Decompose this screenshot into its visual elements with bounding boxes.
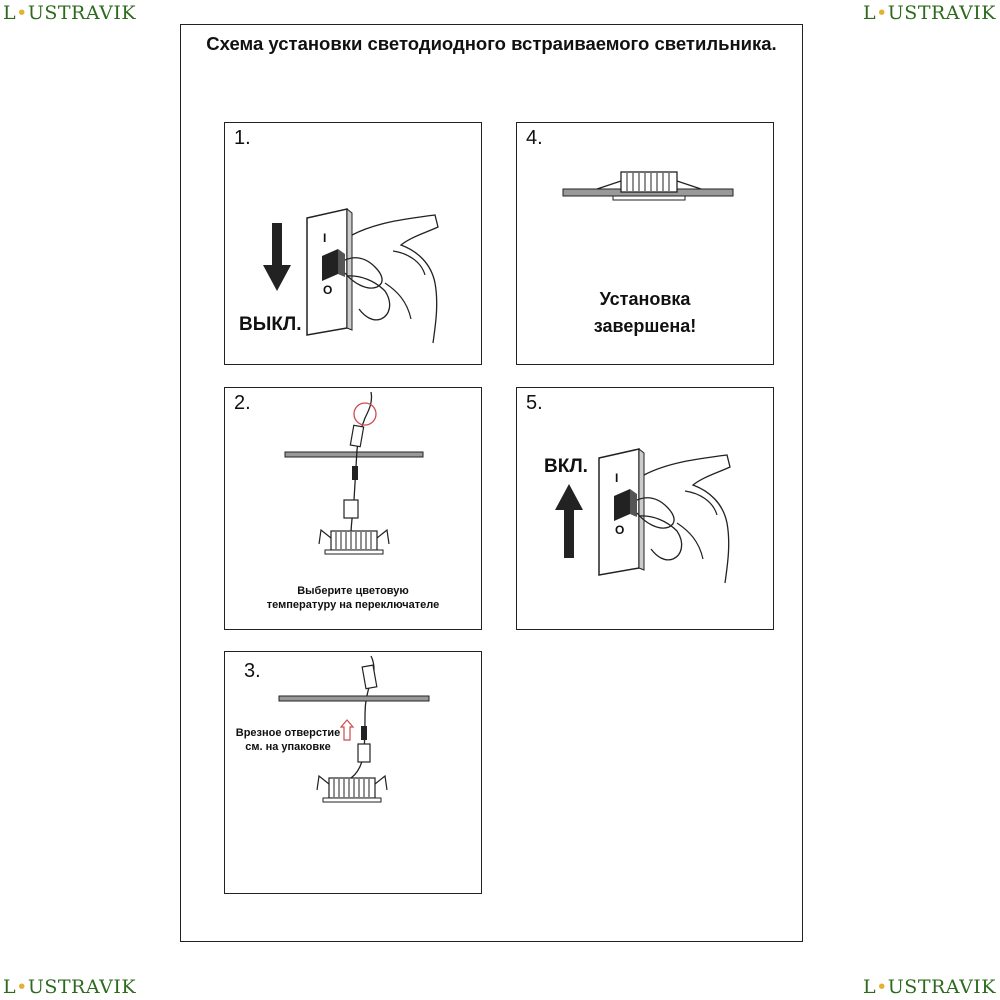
off-label: ВЫКЛ. (239, 314, 302, 335)
cutout-diagram-illustration (278, 655, 430, 803)
step-1-panel: 1. I O ВЫКЛ. (224, 122, 482, 365)
wiring-diagram-illustration (284, 391, 424, 555)
color-temperature-line-2: температуру на переключателе (266, 599, 440, 611)
step-4-panel: 4. Установка завершена! (516, 122, 774, 365)
step-5-panel: 5. I O ВКЛ. (516, 387, 774, 630)
switch-on-mark: I (323, 231, 327, 245)
color-temperature-caption: Выберите цветовую температуру на переклю… (225, 584, 481, 612)
step-3-panel: 3. Врезное отверстие см. на упаковке (224, 651, 482, 894)
completion-line-2: завершена! (593, 316, 697, 336)
step-4-number: 4. (526, 127, 543, 149)
step-5-number: 5. (526, 392, 543, 414)
completion-label: Установка завершена! (517, 286, 773, 340)
watermark-logo-top-right: L•USTRAVIK (862, 2, 996, 24)
switch-off-mark: O (323, 283, 333, 297)
watermark-logo-top-left: L•USTRAVIK (3, 2, 137, 24)
completion-line-1: Установка (599, 289, 691, 309)
switch-off-mark: O (615, 523, 625, 537)
cutout-line-1: Врезное отверстие (235, 727, 341, 739)
switch-off-illustration (263, 207, 439, 344)
step-2-panel: 2. Выберите цветовую температуру на пере… (224, 387, 482, 630)
step-2-number: 2. (234, 392, 251, 414)
cutout-caption: Врезное отверстие см. на упаковке (233, 726, 343, 754)
switch-on-illustration (555, 447, 731, 584)
sheet-title: Схема установки светодиодного встраиваем… (206, 33, 777, 54)
on-label: ВКЛ. (544, 456, 588, 477)
step-3-number: 3. (244, 660, 261, 682)
step-1-number: 1. (234, 127, 251, 149)
color-temperature-line-1: Выберите цветовую (297, 585, 409, 597)
fixture-installed-illustration (562, 171, 734, 201)
instruction-sheet: Схема установки светодиодного встраиваем… (180, 24, 803, 942)
watermark-logo-bottom-left: L•USTRAVIK (3, 976, 137, 998)
cutout-line-2: см. на упаковке (245, 741, 331, 753)
watermark-logo-bottom-right: L•USTRAVIK (862, 976, 996, 998)
switch-on-mark: I (615, 471, 619, 485)
